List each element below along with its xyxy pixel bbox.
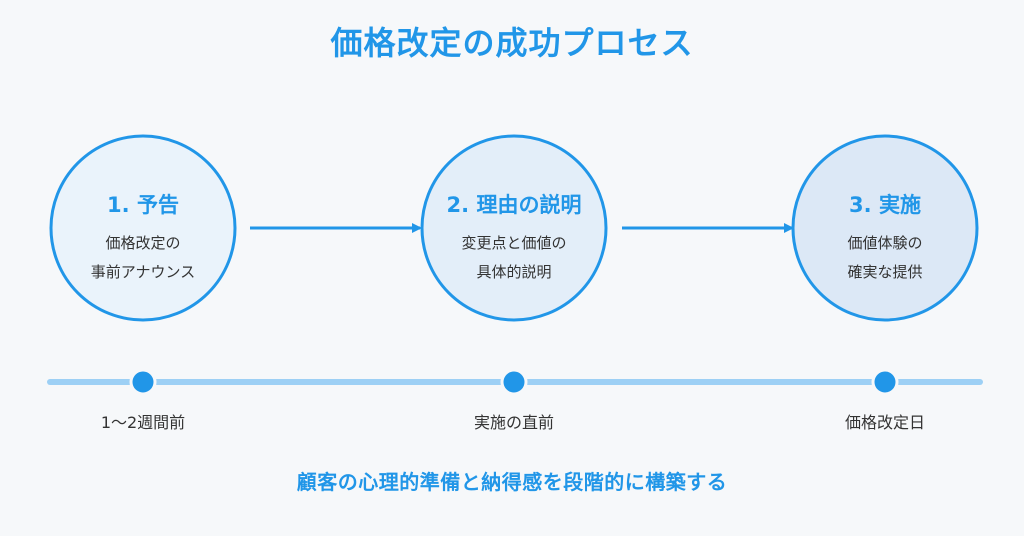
step-1-circle [49,134,237,322]
step-1-desc-line1: 価格改定の [105,234,180,252]
step-2-title: 2. 理由の説明 [447,193,582,217]
timeline-dot-3 [871,368,899,396]
timing-label-1: 1〜2週間前 [101,413,185,432]
timeline-dot-1 [129,368,157,396]
step-3-title: 3. 実施 [849,193,921,217]
step-2-desc-line1: 変更点と価値の [461,234,566,252]
step-2-circle [420,134,608,322]
step-3-desc-line2: 確実な提供 [847,263,922,281]
timeline-dot-2 [500,368,528,396]
page-title: 価格改定の成功プロセス [330,24,694,62]
step-1-title: 1. 予告 [107,193,179,217]
timing-label-3: 価格改定日 [845,413,925,432]
step-2: 2. 理由の説明 変更点と価値の 具体的説明 [420,134,608,322]
step-1: 1. 予告 価格改定の 事前アナウンス [49,134,237,322]
step-3: 3. 実施 価値体験の 確実な提供 [791,134,979,322]
timing-label-2: 実施の直前 [474,413,554,432]
footer-summary: 顧客の心理的準備と納得感を段階的に構築する [296,470,728,494]
step-3-circle [791,134,979,322]
step-2-desc-line2: 具体的説明 [476,263,551,281]
step-3-desc-line1: 価値体験の [847,234,922,252]
step-1-desc-line2: 事前アナウンス [91,263,195,281]
